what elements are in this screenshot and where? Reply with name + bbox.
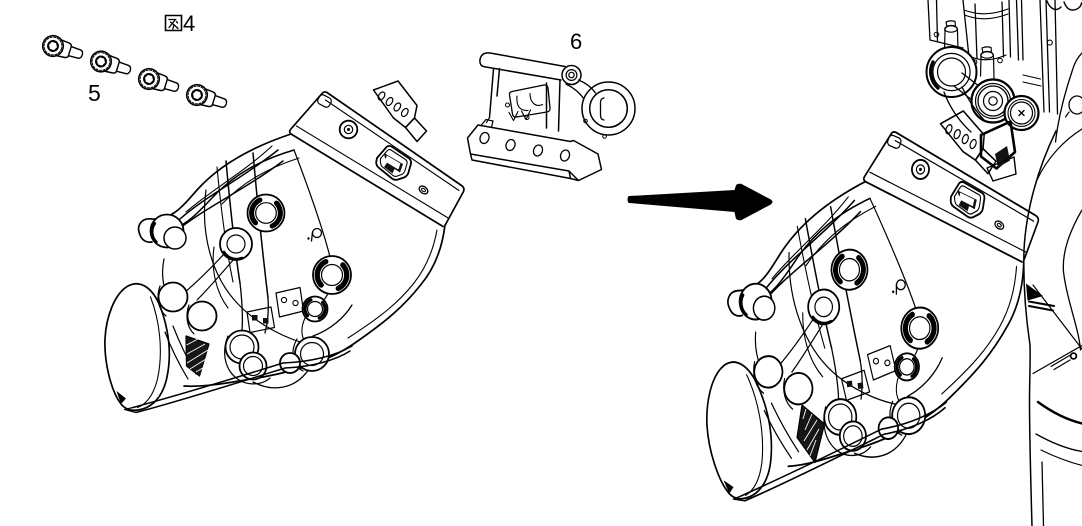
svg-text:6: 6 (570, 29, 582, 54)
svg-text:5: 5 (88, 80, 101, 106)
svg-text:4: 4 (183, 11, 195, 36)
